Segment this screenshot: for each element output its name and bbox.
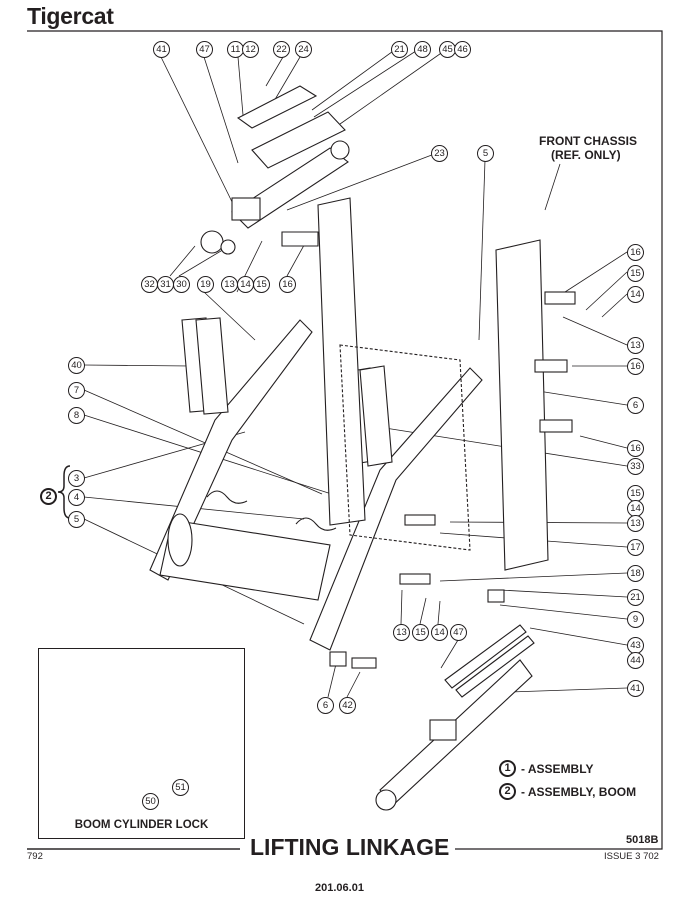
callout-13[interactable]: 13: [393, 624, 410, 641]
callout-44[interactable]: 44: [627, 652, 644, 669]
callout-40[interactable]: 40: [68, 357, 85, 374]
front-chassis-ref-label: (REF. ONLY): [551, 148, 621, 162]
callout-4[interactable]: 4: [68, 489, 85, 506]
callout-48[interactable]: 48: [414, 41, 431, 58]
callout-32[interactable]: 32: [141, 276, 158, 293]
brand-title: Tigercat: [27, 3, 114, 29]
callout-16[interactable]: 16: [627, 358, 644, 375]
figure-code: 5018B: [626, 834, 659, 846]
linkage-artwork: [149, 85, 576, 811]
legend-number: 1: [499, 760, 516, 777]
callout-24[interactable]: 24: [295, 41, 312, 58]
inset-caption: BOOM CYLINDER LOCK: [74, 819, 209, 831]
legend-number: 2: [499, 783, 516, 800]
callout-13[interactable]: 13: [627, 515, 644, 532]
callout-13[interactable]: 13: [627, 337, 644, 354]
callout-41[interactable]: 41: [627, 680, 644, 697]
front-chassis-label: FRONT CHASSIS: [539, 134, 638, 148]
callout-5[interactable]: 5: [477, 145, 494, 162]
group-callout-2[interactable]: 2: [40, 488, 57, 505]
callout-3[interactable]: 3: [68, 470, 85, 487]
callout-17[interactable]: 17: [627, 539, 644, 556]
callout-47[interactable]: 47: [196, 41, 213, 58]
callout-14[interactable]: 14: [431, 624, 448, 641]
callout-47[interactable]: 47: [450, 624, 467, 641]
callout-8[interactable]: 8: [68, 407, 85, 424]
callout-6[interactable]: 6: [627, 397, 644, 414]
callout-16[interactable]: 16: [279, 276, 296, 293]
issue-label: ISSUE 3 702: [604, 851, 659, 862]
callout-22[interactable]: 22: [273, 41, 290, 58]
page-code: 792: [27, 851, 43, 862]
callout-6[interactable]: 6: [317, 697, 334, 714]
callout-18[interactable]: 18: [627, 565, 644, 582]
callout-51[interactable]: 51: [172, 779, 189, 796]
page-number: 201.06.01: [315, 882, 364, 894]
callout-5[interactable]: 5: [68, 511, 85, 528]
leader-lines: [83, 48, 628, 698]
callout-41[interactable]: 41: [153, 41, 170, 58]
callout-31[interactable]: 31: [157, 276, 174, 293]
callout-14[interactable]: 14: [627, 286, 644, 303]
group-brace: [57, 465, 71, 519]
callout-30[interactable]: 30: [173, 276, 190, 293]
callout-33[interactable]: 33: [627, 458, 644, 475]
callout-13[interactable]: 13: [221, 276, 238, 293]
callout-16[interactable]: 16: [627, 440, 644, 457]
legend-assembly: 1 - ASSEMBLY: [499, 760, 593, 777]
callout-12[interactable]: 12: [242, 41, 259, 58]
callout-7[interactable]: 7: [68, 382, 85, 399]
callout-46[interactable]: 46: [454, 41, 471, 58]
callout-15[interactable]: 15: [253, 276, 270, 293]
callout-19[interactable]: 19: [197, 276, 214, 293]
callout-9[interactable]: 9: [627, 611, 644, 628]
callout-15[interactable]: 15: [627, 265, 644, 282]
callout-21[interactable]: 21: [627, 589, 644, 606]
callout-23[interactable]: 23: [431, 145, 448, 162]
legend-text: - ASSEMBLY, BOOM: [521, 784, 637, 799]
callout-15[interactable]: 15: [412, 624, 429, 641]
diagram-title: LIFTING LINKAGE: [250, 834, 450, 860]
legend-text: - ASSEMBLY: [521, 761, 594, 776]
boom-cylinder-lock-inset: BOOM CYLINDER LOCK: [38, 648, 245, 839]
callout-14[interactable]: 14: [237, 276, 254, 293]
callout-50[interactable]: 50: [142, 793, 159, 810]
legend-assembly-boom: 2 - ASSEMBLY, BOOM: [499, 783, 636, 800]
callout-21[interactable]: 21: [391, 41, 408, 58]
callout-16[interactable]: 16: [627, 244, 644, 261]
callout-42[interactable]: 42: [339, 697, 356, 714]
